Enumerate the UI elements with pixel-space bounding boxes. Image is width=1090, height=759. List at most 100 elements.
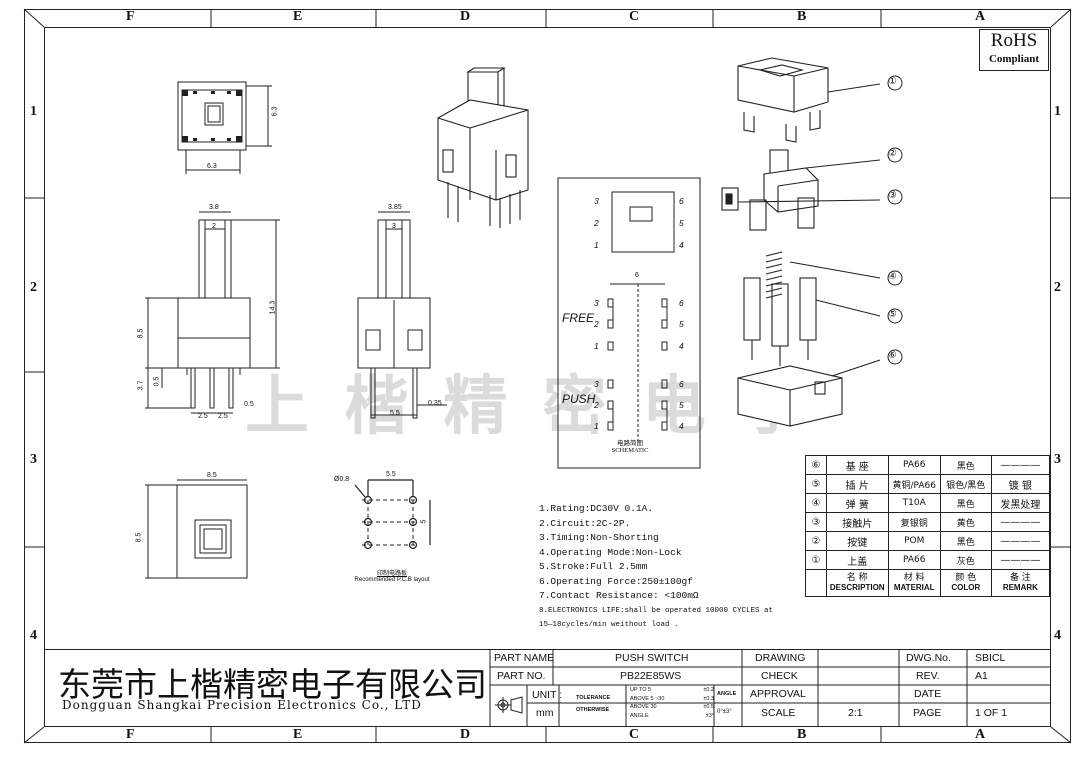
watermark-char: 上 [245,370,309,444]
sch-pin-3: 3 [594,196,599,206]
company-name-cn: 东莞市上楷精密电子有限公司 [58,665,487,704]
part-no-label: PART NO. [497,670,546,682]
sch-free-1: 1 [594,341,599,351]
sch-push-2: 2 [594,400,599,410]
bom-h-remark-cn: 备 注 [1009,573,1031,583]
tol-r4v: ±3° [705,712,714,719]
angle-label: ANGLE [717,691,737,697]
tol-r2v: ±0.3 [703,695,714,702]
note-5: 5.Stroke:Full 2.5mm [539,561,648,572]
zone-label-top: A [975,9,986,24]
sch-push-3: 3 [594,379,599,389]
watermark-char: 楷 [344,370,409,444]
tol-label1: TOLERANCE [576,695,611,701]
callout-4: ④ [888,271,897,282]
callout-2: ② [888,148,897,159]
top-view [177,81,272,174]
tol-r4: ANGLE [630,712,649,719]
callout-circles [887,75,903,365]
note-6: 6.Operating Force:250±100gf [539,575,693,587]
sch-pin-5: 5 [679,218,684,228]
dim-side-inner: 3 [392,223,396,230]
sch-push-5: 5 [679,400,684,410]
pcb-caption-en: Recommended P.C.B layout [354,577,430,583]
tol-r2: ABOVE 5 ~30 [630,695,665,702]
bom-h-mat-cn: 材 料 [903,573,925,583]
sch-free-6: 6 [679,298,684,308]
schematic-caption-en: SCHEMATIC [611,447,649,454]
title-block: 东莞市上楷精密电子有限公司 Dongguan Shangkai Precisio… [44,649,1051,728]
watermark-char: 电 [641,370,706,444]
zone-label-top: C [629,9,640,24]
sch-free-label: FREE [562,311,595,325]
sch-free-2: 2 [594,319,599,329]
inner-border [44,27,1051,727]
dim-front-w: 3.8 [209,204,219,211]
schematic-top [611,191,675,253]
zone-label-bottom: E [293,727,303,742]
bom-h-desc-cn: 名 称 [846,573,868,583]
zone-label-bottom: A [975,727,986,742]
note-3: 3.Timing:Non-Shorting [539,532,659,543]
zone-label-left: 4 [30,628,37,643]
dim-front-pin-w: 0.5 [244,401,254,408]
sch-push-label: PUSH [562,392,596,406]
dim-front-pitch1: 2.5 [198,413,208,420]
dim-front-inner: 2 [212,223,216,230]
tol-r3: ABOVE 30 [630,704,657,710]
zone-label-right: 4 [1054,628,1061,643]
drawing-label: DRAWING [755,652,806,664]
schematic-caption: 电路简图 SCHEMATIC [600,439,660,455]
sch-pin-1: 1 [594,240,599,250]
sch-push-4: 4 [679,421,684,431]
callout-3: ③ [888,190,897,201]
note-8b: 15—18cycles/min weithout load . [539,621,679,629]
zone-label-left: 2 [30,280,37,295]
page-value: 1 OF 1 [975,707,1008,719]
bom-h-color-en: COLOR [951,583,981,592]
pcb-caption-cn: 印制电路板 [376,570,407,577]
dim-front-pitch2: 2.5 [218,413,228,420]
pcb-caption: 印制电路板 Recommended P.C.B layout [352,570,432,584]
date-label: DATE [914,688,942,700]
spec-notes: 1.Rating:DC30V 0.1A. 2.Circuit:2C-2P. 3.… [539,502,773,633]
dwg-value: SBICL [975,652,1006,664]
zone-label-top: B [797,9,807,24]
unit-label: UNIT : [532,689,563,701]
zone-label-bottom: F [126,727,135,742]
angle-value: 0°±3° [717,709,732,715]
sch-push-1: 1 [594,421,599,431]
rohs-badge: RoHS Compliant [979,29,1049,71]
approval-label: APPROVAL [750,688,806,700]
schematic-contacts [607,283,668,440]
dwg-label: DWG.No. [906,652,951,664]
front-view [145,211,280,414]
page-label: PAGE [913,707,942,719]
bottom-view [145,479,248,579]
dim-pcb-hole: Ø0.8 [334,476,350,483]
iso-assembled [437,67,529,228]
note-8: 8.ELECTRONICS LIFE:shall be operated 100… [539,606,774,615]
schematic-frame [557,177,701,469]
sch-free-3: 3 [594,298,599,308]
zone-label-top: D [460,9,471,24]
zone-label-top: E [293,9,303,24]
zone-label-bottom: D [460,727,471,742]
zone-label-left: 1 [30,104,37,119]
bom-cell-remark: ———— [990,531,1051,551]
dim-pcb-w: 5.5 [386,471,396,478]
sch-push-6: 6 [679,379,684,389]
sch-pin-2: 2 [594,218,599,228]
tol-r1v: ±0.2 [703,687,714,693]
dim-side-pin-w: 0.35 [428,400,442,407]
rev-value: A1 [975,670,988,682]
check-label: CHECK [761,670,798,682]
zone-label-right: 1 [1054,104,1061,119]
sch-width: 6 [635,272,639,279]
scale-value: 2:1 [848,707,863,719]
rev-label: REV. [916,670,940,682]
